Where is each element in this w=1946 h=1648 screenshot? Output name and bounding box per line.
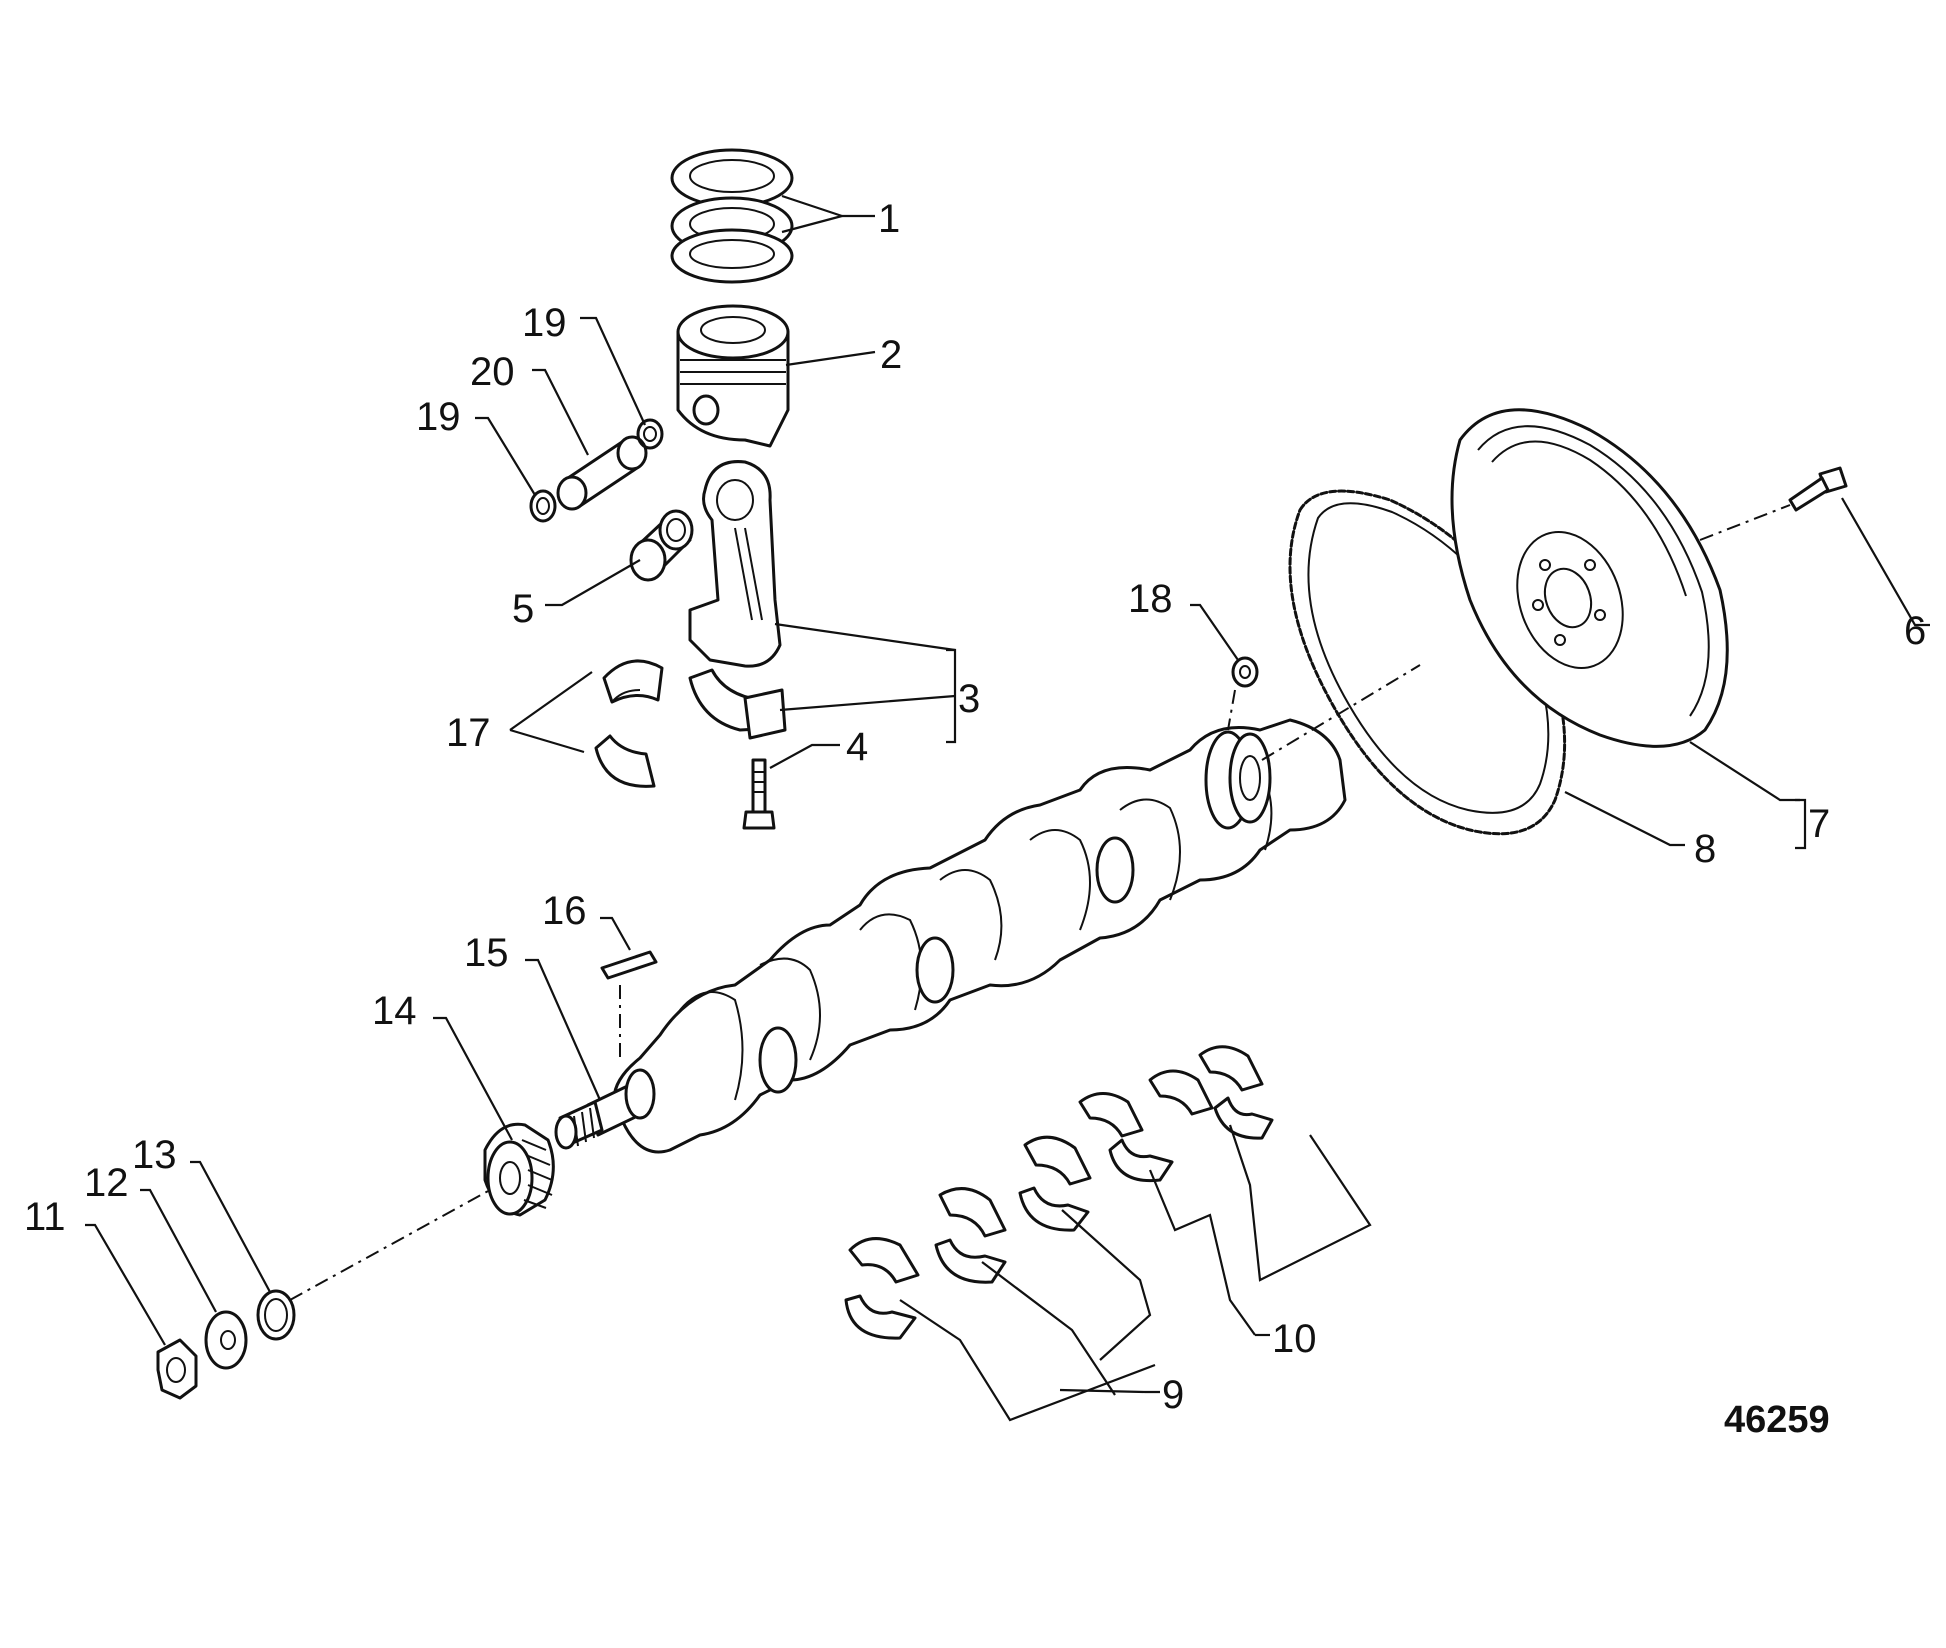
flywheel-bolt — [1788, 466, 1848, 512]
front-centerline — [289, 1189, 491, 1301]
callout-19-upper: 19 — [522, 301, 567, 345]
leader-lines — [85, 194, 1930, 1422]
callout-4: 4 — [846, 725, 868, 769]
rod-bearing-lower — [594, 734, 656, 788]
main-bearings-thrust — [1078, 1045, 1274, 1183]
callout-20: 20 — [470, 350, 515, 394]
callout-14: 14 — [372, 989, 417, 1033]
callout-12: 12 — [84, 1161, 129, 1205]
callout-1: 1 — [878, 197, 900, 241]
spacer-ring — [256, 1289, 296, 1341]
callout-17: 17 — [446, 711, 491, 755]
callout-10: 10 — [1272, 1317, 1317, 1361]
crankshaft — [554, 718, 1347, 1154]
callout-11: 11 — [24, 1195, 66, 1239]
crankshaft-nut — [156, 1338, 198, 1400]
main-bearings-lower — [844, 1135, 1092, 1340]
callout-6: 6 — [1904, 609, 1926, 653]
pin-retainer-clip-right — [636, 418, 664, 450]
callout-15: 15 — [464, 931, 509, 975]
piston — [676, 304, 790, 448]
callout-13: 13 — [132, 1133, 177, 1177]
connecting-rod-bolt — [742, 758, 776, 830]
callout-9: 9 — [1162, 1373, 1184, 1417]
piston-rings — [670, 148, 794, 284]
connecting-rod — [688, 460, 787, 740]
callout-18: 18 — [1128, 577, 1173, 621]
callout-5: 5 — [512, 587, 534, 631]
bolt-centerline — [1699, 504, 1791, 541]
ring-gear — [1288, 489, 1567, 836]
crankshaft-gear — [483, 1122, 555, 1217]
callout-19-left: 19 — [416, 395, 461, 439]
woodruff-key — [600, 950, 658, 980]
pilot-centerline — [1227, 689, 1236, 731]
figure-number: 46259 — [1724, 1399, 1830, 1441]
flywheel — [1450, 408, 1729, 748]
callout-2: 2 — [880, 333, 902, 377]
flywheel-centerline — [1261, 664, 1421, 761]
callout-16: 16 — [542, 889, 587, 933]
connecting-rod-bushing — [629, 509, 694, 582]
pilot-bearing — [1231, 656, 1259, 688]
callout-7: 7 — [1808, 802, 1830, 846]
pin-retainer-clip-left — [529, 489, 557, 523]
washer — [204, 1310, 248, 1370]
rod-bearing-upper — [602, 659, 664, 704]
callout-8: 8 — [1694, 827, 1716, 871]
callout-3: 3 — [958, 677, 980, 721]
piston-pin — [556, 435, 648, 511]
